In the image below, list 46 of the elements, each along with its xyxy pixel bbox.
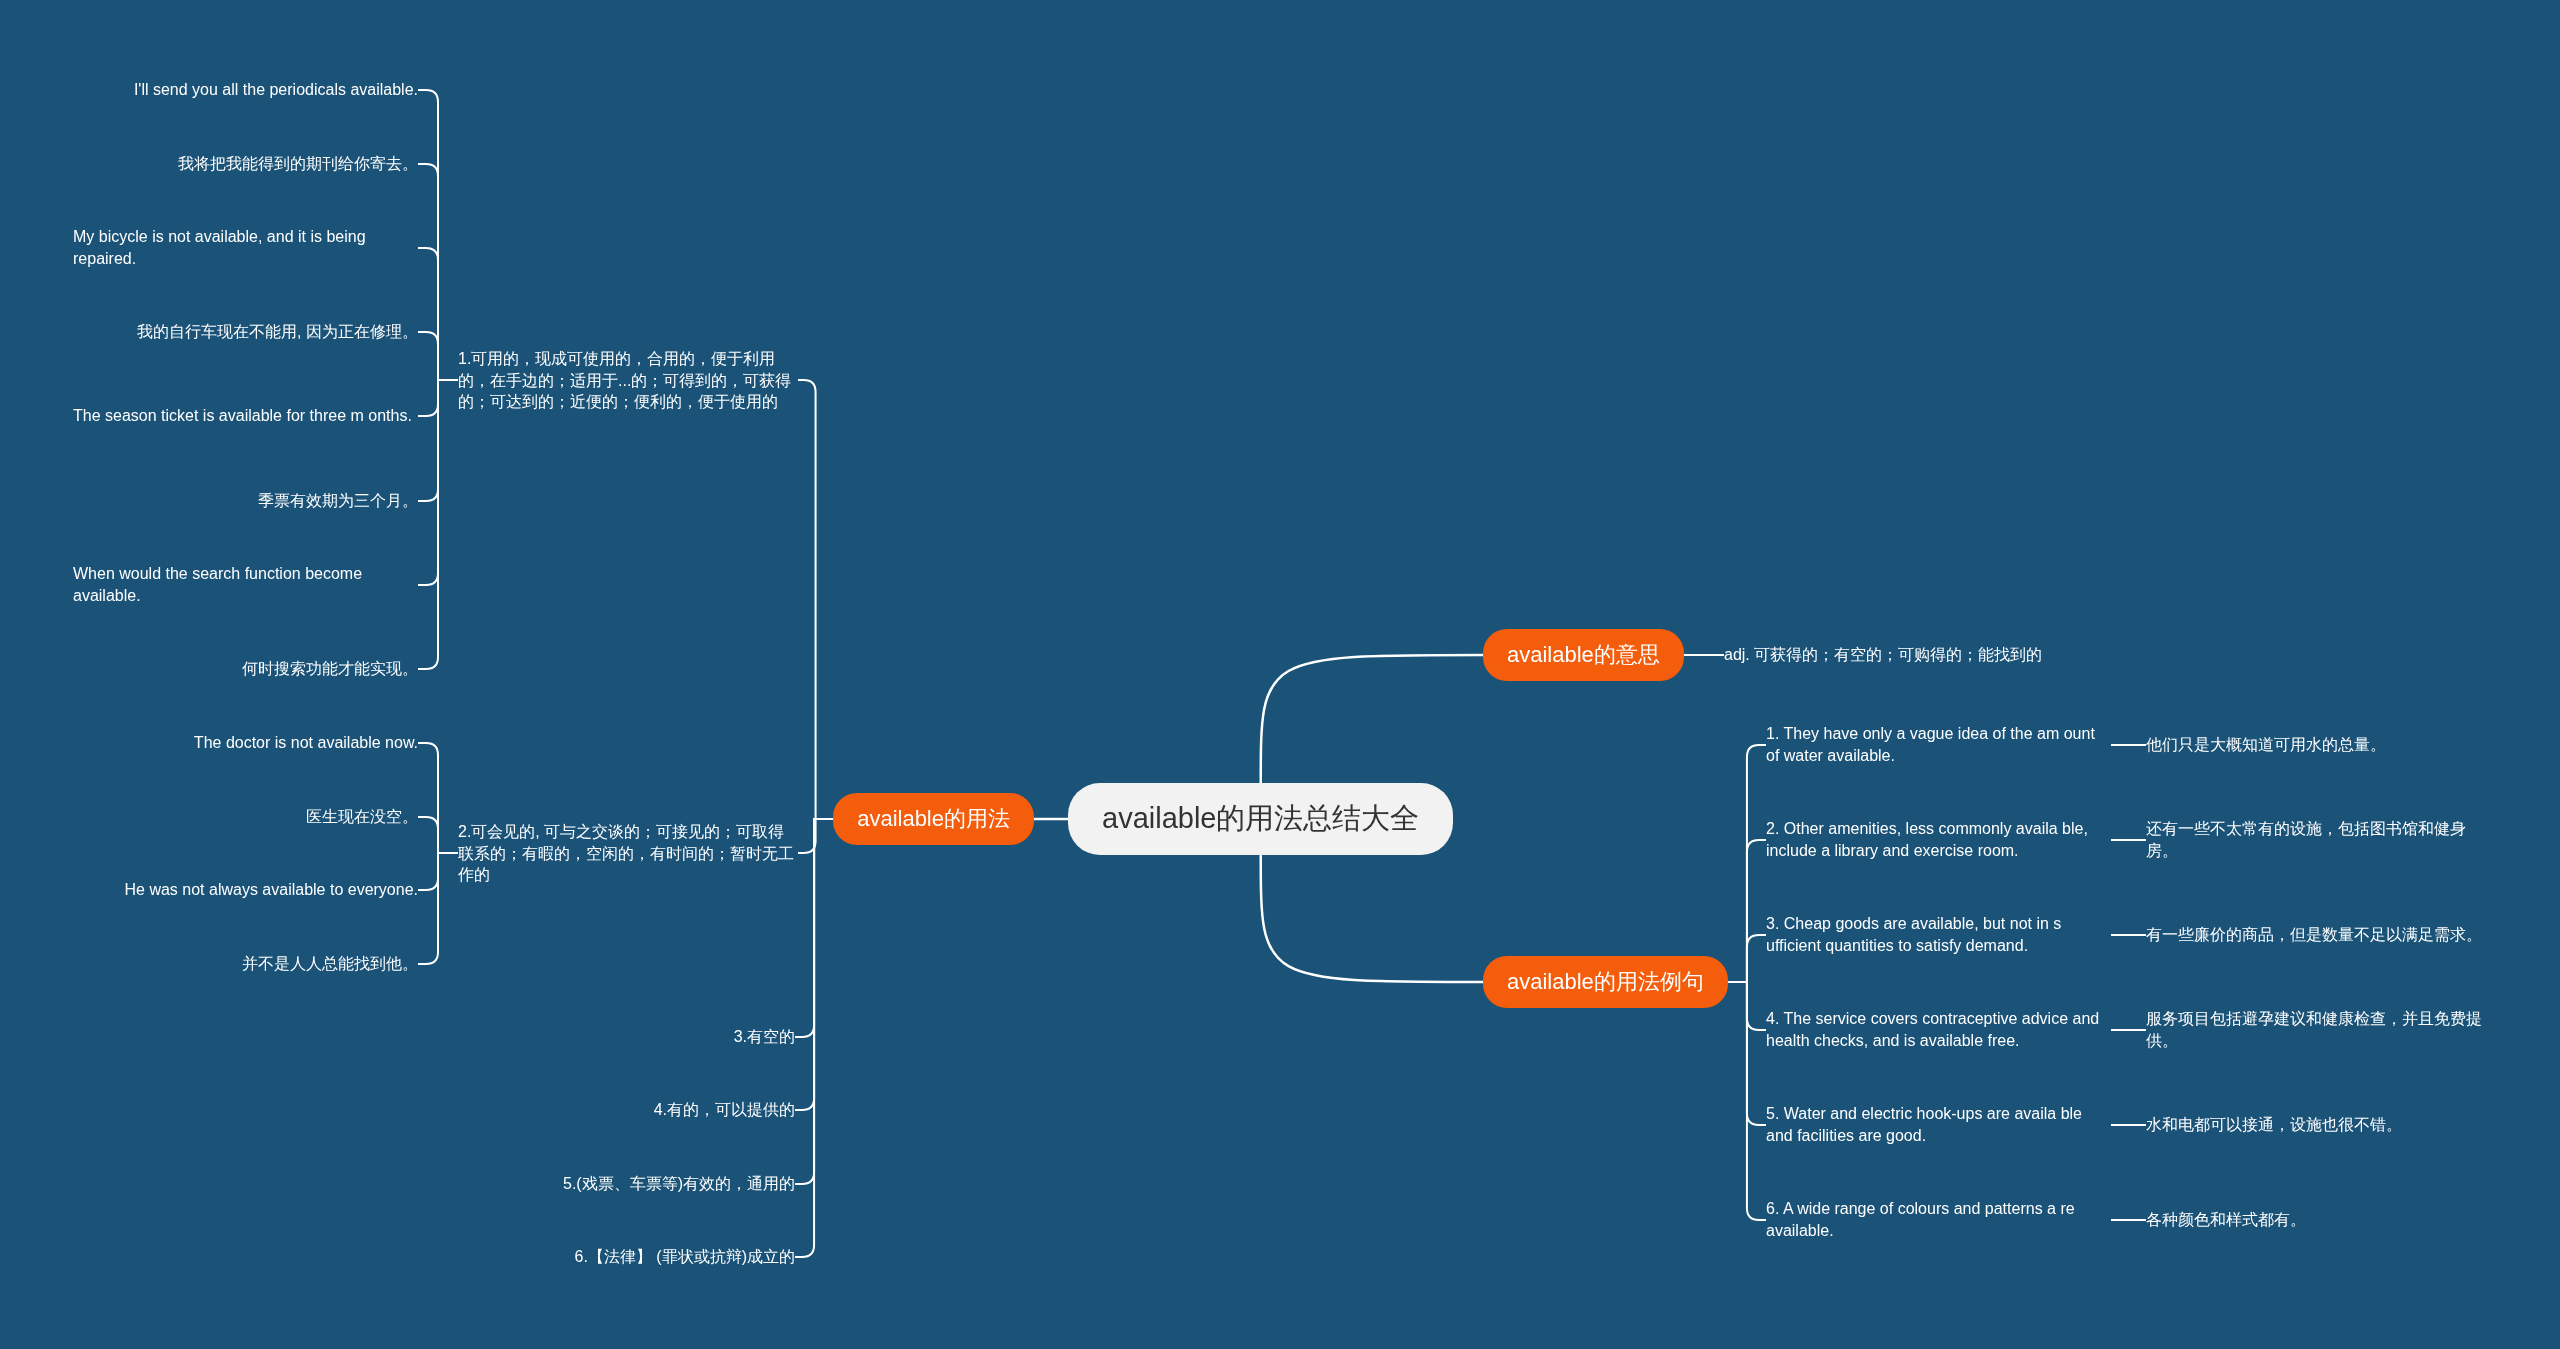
topic-text: 4. The service covers contraceptive advice and health checks, and is available free. [1766, 1008, 2111, 1052]
topic-text: 水和电都可以接通，设施也很不错。 [2146, 1114, 2491, 1136]
topic-text: 2. Other amenities, less commonly availa ble, include a library and exercise room. [1766, 818, 2111, 862]
topic-text: 6. A wide range of colours and patterns a re available. [1766, 1198, 2111, 1242]
topic-text: 各种颜色和样式都有。 [2146, 1209, 2491, 1231]
topic-text: He was not always available to everyone. [124, 879, 418, 901]
topic-text: 并不是人人总能找到他。 [242, 953, 418, 975]
branch-topic: available的意思 [1483, 629, 1684, 681]
topic-text: 我的自行车现在不能用, 因为正在修理。 [137, 321, 418, 343]
connector-line [1682, 654, 1725, 656]
topic-text: 1. They have only a vague idea of the am ount of water available. [1766, 723, 2111, 767]
topic-text: 6.【法律】 (罪状或抗辩)成立的 [574, 1246, 795, 1268]
connector-line [2110, 934, 2147, 936]
topic-text: 季票有效期为三个月。 [258, 490, 418, 512]
topic-text: 4.有的，可以提供的 [653, 1099, 795, 1121]
connector-line [1259, 653, 1483, 783]
topic-text: 2.可会见的, 可与之交谈的；可接见的；可取得联系的；有暇的，空闲的，有时间的；暂时无工作的 [458, 820, 798, 886]
topic-text: 何时搜索功能才能实现。 [242, 658, 418, 680]
connector-line [2110, 744, 2147, 746]
topic-text: 5.(戏票、车票等)有效的，通用的 [563, 1173, 795, 1195]
topic-text: 服务项目包括避孕建议和健康检查，并且免费提供。 [2146, 1008, 2491, 1052]
topic-text: 他们只是大概知道可用水的总量。 [2146, 734, 2491, 756]
topic-text: I'll send you all the periodicals available. [133, 79, 418, 101]
topic-text: 还有一些不太常有的设施，包括图书馆和健身房。 [2146, 818, 2491, 862]
connector-line [2110, 1029, 2147, 1031]
branch-topic: available的用法 [833, 793, 1034, 845]
topic-text: 3.有空的 [733, 1026, 795, 1048]
topic-text: The doctor is not available now. [193, 732, 418, 754]
topic-text: 有一些廉价的商品，但是数量不足以满足需求。 [2146, 924, 2491, 946]
topic-text: 医生现在没空。 [306, 806, 418, 828]
topic-text: 1.可用的，现成可使用的，合用的，便于利用的，在手边的；适用于...的；可得到的，可获得的；可达到的；近便的；便利的，便于使用的 [458, 347, 798, 413]
connector-line [1034, 817, 1068, 821]
topic-text: When would the search function become available. [73, 563, 418, 607]
topic-text: The season ticket is available for three m onths. [73, 405, 418, 427]
connector-line [2110, 1124, 2147, 1126]
connector-line [1259, 855, 1483, 984]
topic-text: My bicycle is not available, and it is being repaired. [73, 226, 418, 270]
topic-text: 我将把我能得到的期刊给你寄去。 [178, 153, 418, 175]
connector-line [2110, 839, 2147, 841]
central-topic: available的用法总结大全 [1068, 783, 1454, 855]
branch-topic: available的用法例句 [1483, 956, 1728, 1008]
connector-line [2110, 1219, 2147, 1221]
topic-text: adj. 可获得的；有空的；可购得的；能找到的 [1724, 644, 2043, 666]
topic-text: 5. Water and electric hook-ups are availa ble and facilities are good. [1766, 1103, 2111, 1147]
connector-line [1726, 981, 1767, 1221]
topic-text: 3. Cheap goods are available, but not in s ufficient quantities to satisfy demand. [1766, 913, 2111, 957]
